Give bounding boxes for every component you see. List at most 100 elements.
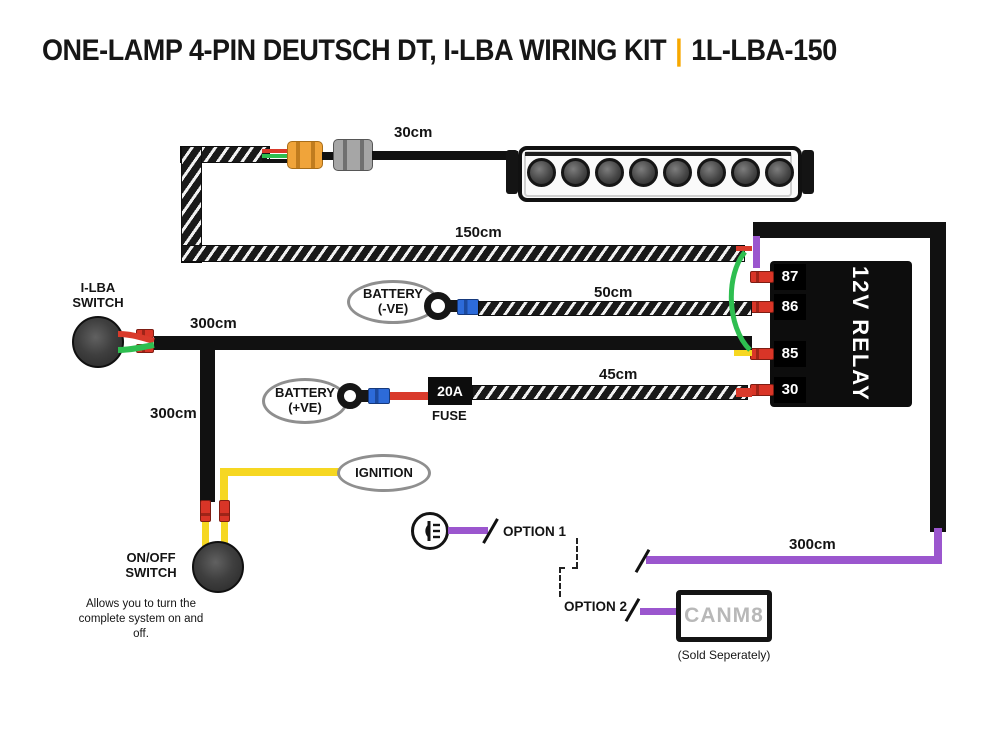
onoff-switch-label: ON/OFF SWITCH [114, 550, 188, 581]
relay-terminal-87 [750, 271, 774, 283]
relay-pin-number-85: 85 [774, 341, 806, 367]
title-code: 1L-LBA-150 [691, 34, 837, 67]
fog-lamp-icon [411, 512, 449, 550]
ring-terminal-positive-icon [337, 383, 363, 409]
measurement-45cm: 45cm [599, 366, 638, 383]
fuse-label: FUSE [432, 408, 467, 423]
led-lamp [663, 158, 692, 187]
ignition-label: IGNITION [337, 454, 431, 492]
ilba-switch-line1: I-LBA [80, 280, 116, 295]
deutsch-connector-orange-icon [287, 141, 323, 169]
relay-pin-number-87: 87 [774, 264, 806, 290]
led-lamp [765, 158, 794, 187]
light-bar-lamps [527, 158, 799, 190]
canm8-cable-right [930, 222, 946, 532]
led-lamp [561, 158, 590, 187]
crimp-connector-red-top [136, 329, 154, 338]
main-cable-150cm [181, 245, 745, 262]
switch-cable-300cm [154, 336, 752, 350]
butt-connector-negative-icon [457, 299, 479, 315]
fuse-box: 20A [428, 377, 472, 405]
switch-yellow-wire-left [202, 522, 209, 548]
light-bar-bracket-right [802, 150, 814, 194]
option-dashed-line-3 [559, 567, 561, 597]
measurement-150cm: 150cm [455, 224, 502, 241]
option2-wire [640, 608, 678, 615]
relay-label: 12V RELAY [848, 266, 873, 402]
butt-connector-positive-icon [368, 388, 390, 404]
relay-pin-number-30: 30 [774, 377, 806, 403]
onoff-drop-cable [200, 350, 215, 502]
onoff-switch-line1: ON/OFF [126, 550, 176, 565]
red-wire-pin30 [736, 388, 752, 397]
purple-wire-vertical [934, 528, 942, 562]
relay-pin-86: 86 [750, 294, 806, 320]
relay-terminal-86 [750, 301, 774, 313]
onoff-description: Allows you to turn the complete system o… [78, 598, 204, 640]
ring-terminal-positive-tail [359, 390, 368, 402]
led-lamp [595, 158, 624, 187]
led-lamp [697, 158, 726, 187]
lamp-feed-wire [372, 151, 518, 160]
switch-yellow-wire-right [221, 522, 228, 548]
crimp-connector-red-bottom [136, 344, 154, 353]
option1-wire [448, 527, 488, 534]
option-dashed-line-1 [576, 538, 578, 568]
option-dashed-line-2 [559, 567, 578, 569]
ignition-wire-vertical [220, 468, 228, 502]
led-lamp [527, 158, 556, 187]
battery-negative-line1: BATTERY [363, 286, 423, 302]
battery-positive-cable [472, 385, 748, 400]
canm8-note: (Sold Seperately) [677, 648, 771, 662]
lamp-cable-sheath-vertical [181, 146, 202, 263]
crimp-connector-right [219, 500, 230, 522]
measurement-30cm: 30cm [394, 124, 433, 141]
battery-negative-label: BATTERY (-VE) [347, 280, 439, 324]
title-main: ONE-LAMP 4-PIN DEUTSCH DT, I-LBA WIRING … [42, 34, 667, 67]
relay-pin-number-86: 86 [774, 294, 806, 320]
relay-terminal-85 [750, 348, 774, 360]
led-lamp [629, 158, 658, 187]
relay-pin-87: 87 [750, 264, 806, 290]
relay-pin-30: 30 [750, 377, 806, 403]
light-bar-bracket-left [506, 150, 518, 194]
canm8-box: CANM8 [676, 590, 772, 642]
relay-terminal-30 [750, 384, 774, 396]
battery-positive-line1: BATTERY [275, 385, 335, 401]
measurement-300cm-canm8: 300cm [789, 536, 836, 553]
battery-negative-cable [478, 301, 752, 316]
title-separator: | [675, 34, 683, 67]
crimp-connector-left [200, 500, 211, 522]
option1-label: OPTION 1 [503, 524, 567, 539]
branch-mark-option2 [624, 597, 641, 623]
canm8-cable-top [753, 222, 946, 238]
ignition-wire-horizontal [225, 468, 339, 476]
purple-wire-relay-tap [753, 236, 760, 268]
battery-positive-line2: (+VE) [288, 400, 322, 415]
measurement-50cm: 50cm [594, 284, 633, 301]
measurement-300cm-switch: 300cm [190, 315, 237, 332]
wire-red [262, 149, 290, 153]
purple-wire-horizontal [646, 556, 942, 564]
fuse-feed-wire [390, 392, 430, 400]
light-bar-top-strip [525, 152, 791, 156]
deutsch-connector-gray-icon [333, 139, 373, 171]
onoff-switch-knob [192, 541, 244, 593]
ignition-text: IGNITION [355, 464, 413, 480]
option2-label: OPTION 2 [564, 599, 628, 614]
onoff-switch-line2: SWITCH [125, 564, 177, 580]
connector-joint-wire [322, 152, 334, 160]
led-lamp [731, 158, 760, 187]
wire-green [262, 154, 290, 158]
red-wire-cable-end [736, 246, 752, 251]
relay-pin-85: 85 [750, 341, 806, 367]
ilba-switch-knob [72, 316, 124, 368]
battery-positive-label: BATTERY (+VE) [262, 378, 348, 424]
battery-negative-line2: (-VE) [377, 301, 409, 316]
ring-terminal-negative-tail [448, 300, 458, 312]
ilba-switch-label: I-LBA SWITCH [58, 280, 138, 311]
measurement-300cm-drop: 300cm [150, 405, 197, 422]
ilba-switch-line2: SWITCH [72, 294, 124, 310]
page-title: ONE-LAMP 4-PIN DEUTSCH DT, I-LBA WIRING … [42, 34, 837, 68]
